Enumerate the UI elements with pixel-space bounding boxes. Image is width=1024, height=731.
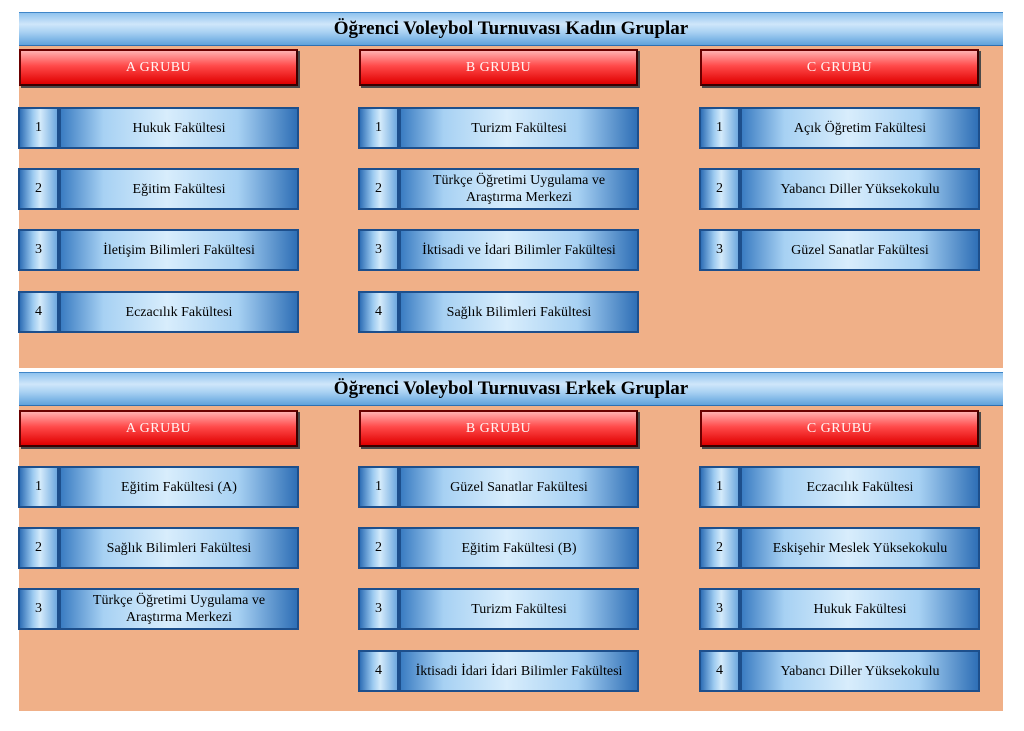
team-number: 1 [18, 107, 59, 149]
team-number: 1 [18, 466, 59, 508]
team-name: Yabancı Diller Yüksekokulu [740, 650, 980, 692]
team-name: Eczacılık Fakültesi [740, 466, 980, 508]
team-name: İktisadi ve İdari Bilimler Fakültesi [399, 229, 639, 271]
team-row: 3 Güzel Sanatlar Fakültesi [699, 229, 980, 271]
team-row: 1 Eczacılık Fakültesi [699, 466, 980, 508]
team-name: Eğitim Fakültesi (B) [399, 527, 639, 569]
team-number: 3 [699, 229, 740, 271]
team-row: 4 Eczacılık Fakültesi [18, 291, 299, 333]
women-group-a-header: A GRUBU [19, 49, 298, 86]
team-number: 3 [358, 588, 399, 630]
team-row: 3 Hukuk Fakültesi [699, 588, 980, 630]
team-row: 2 Türkçe Öğretimi Uygulama ve Araştırma … [358, 168, 639, 210]
team-name: Eğitim Fakültesi (A) [59, 466, 299, 508]
team-row: 2 Eğitim Fakültesi (B) [358, 527, 639, 569]
team-row: 2 Sağlık Bilimleri Fakültesi [18, 527, 299, 569]
women-section-title: Öğrenci Voleybol Turnuvası Kadın Gruplar [19, 12, 1003, 46]
team-name: Yabancı Diller Yüksekokulu [740, 168, 980, 210]
team-number: 4 [358, 650, 399, 692]
team-number: 4 [18, 291, 59, 333]
team-number: 3 [358, 229, 399, 271]
team-name: Eczacılık Fakültesi [59, 291, 299, 333]
team-number: 2 [358, 527, 399, 569]
team-row: 2 Eğitim Fakültesi [18, 168, 299, 210]
team-name: Sağlık Bilimleri Fakültesi [399, 291, 639, 333]
team-row: 2 Eskişehir Meslek Yüksekokulu [699, 527, 980, 569]
team-number: 1 [358, 107, 399, 149]
team-number: 3 [18, 588, 59, 630]
team-number: 2 [699, 168, 740, 210]
team-name: Türkçe Öğretimi Uygulama ve Araştırma Me… [399, 168, 639, 210]
team-name: Sağlık Bilimleri Fakültesi [59, 527, 299, 569]
team-row: 1 Eğitim Fakültesi (A) [18, 466, 299, 508]
team-name: Açık Öğretim Fakültesi [740, 107, 980, 149]
team-name: Türkçe Öğretimi Uygulama ve Araştırma Me… [59, 588, 299, 630]
team-row: 1 Turizm Fakültesi [358, 107, 639, 149]
team-row: 3 Türkçe Öğretimi Uygulama ve Araştırma … [18, 588, 299, 630]
team-row: 3 İletişim Bilimleri Fakültesi [18, 229, 299, 271]
team-row: 2 Yabancı Diller Yüksekokulu [699, 168, 980, 210]
team-number: 2 [699, 527, 740, 569]
team-row: 3 İktisadi ve İdari Bilimler Fakültesi [358, 229, 639, 271]
team-name: Güzel Sanatlar Fakültesi [740, 229, 980, 271]
team-row: 4 İktisadi İdari İdari Bilimler Fakültes… [358, 650, 639, 692]
team-name: Eskişehir Meslek Yüksekokulu [740, 527, 980, 569]
team-row: 1 Hukuk Fakültesi [18, 107, 299, 149]
team-number: 2 [358, 168, 399, 210]
team-number: 1 [699, 466, 740, 508]
men-group-b-header: B GRUBU [359, 410, 638, 447]
team-number: 2 [18, 168, 59, 210]
team-number: 1 [699, 107, 740, 149]
team-number: 3 [18, 229, 59, 271]
team-row: 4 Yabancı Diller Yüksekokulu [699, 650, 980, 692]
team-name: Turizm Fakültesi [399, 588, 639, 630]
team-number: 4 [358, 291, 399, 333]
women-group-c-header: C GRUBU [700, 49, 979, 86]
team-name: Turizm Fakültesi [399, 107, 639, 149]
team-name: Eğitim Fakültesi [59, 168, 299, 210]
team-name: Hukuk Fakültesi [740, 588, 980, 630]
team-number: 1 [358, 466, 399, 508]
team-name: Hukuk Fakültesi [59, 107, 299, 149]
team-row: 1 Açık Öğretim Fakültesi [699, 107, 980, 149]
team-row: 3 Turizm Fakültesi [358, 588, 639, 630]
team-number: 2 [18, 527, 59, 569]
team-row: 4 Sağlık Bilimleri Fakültesi [358, 291, 639, 333]
men-group-c-header: C GRUBU [700, 410, 979, 447]
women-group-b-header: B GRUBU [359, 49, 638, 86]
team-row: 1 Güzel Sanatlar Fakültesi [358, 466, 639, 508]
men-section-title: Öğrenci Voleybol Turnuvası Erkek Gruplar [19, 372, 1003, 406]
men-group-a-header: A GRUBU [19, 410, 298, 447]
team-number: 4 [699, 650, 740, 692]
team-name: İletişim Bilimleri Fakültesi [59, 229, 299, 271]
team-number: 3 [699, 588, 740, 630]
team-name: İktisadi İdari İdari Bilimler Fakültesi [399, 650, 639, 692]
team-name: Güzel Sanatlar Fakültesi [399, 466, 639, 508]
